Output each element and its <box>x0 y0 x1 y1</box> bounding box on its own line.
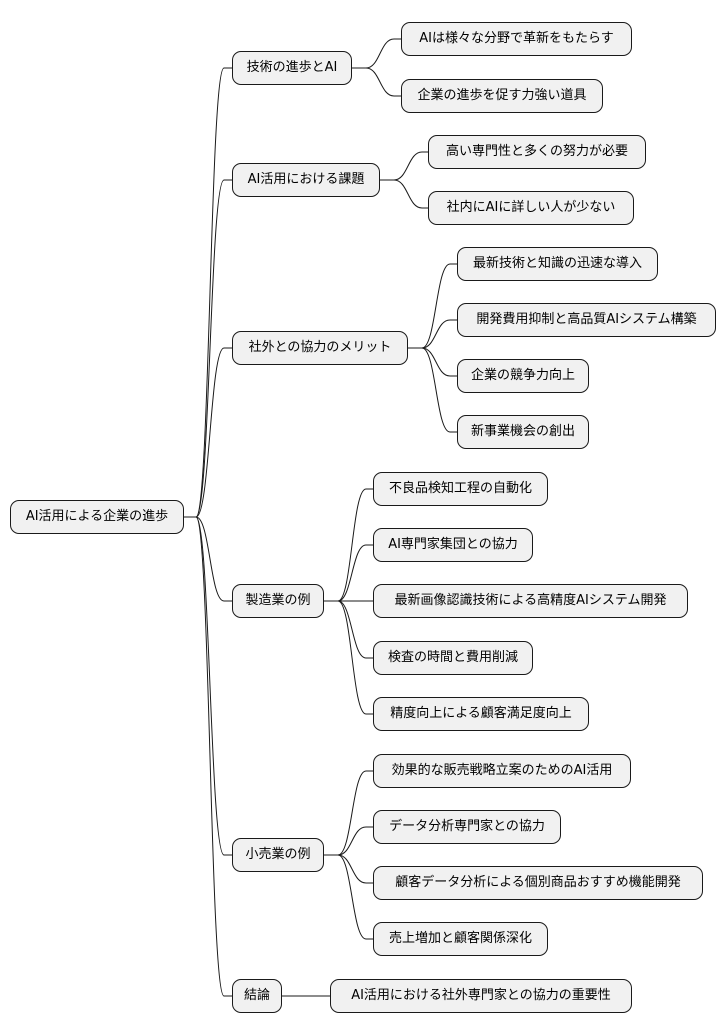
root-node: AI活用による企業の進歩 <box>10 500 184 534</box>
leaf-node: データ分析専門家との協力 <box>373 810 561 844</box>
connector-branch-2-leaf-3 <box>408 347 457 433</box>
leaf-node: 企業の競争力向上 <box>457 359 589 393</box>
connector-root-branch-3 <box>184 516 232 602</box>
connector-root-branch-2 <box>184 347 232 518</box>
branch-node: AI活用における課題 <box>232 163 380 197</box>
connector-branch-3-leaf-4 <box>324 600 373 715</box>
branch-node: 小売業の例 <box>232 838 324 872</box>
branch-node: 社外との協力のメリット <box>232 331 408 365</box>
leaf-node: 売上増加と顧客関係深化 <box>373 922 548 956</box>
leaf-node: 最新画像認識技術による高精度AIシステム開発 <box>373 584 688 618</box>
connector-branch-3-leaf-1 <box>324 544 373 602</box>
leaf-node: 開発費用抑制と高品質AIシステム構築 <box>457 303 716 337</box>
branch-node: 結論 <box>232 979 282 1013</box>
connector-branch-2-leaf-0 <box>408 263 457 349</box>
connector-branch-4-leaf-0 <box>324 770 373 856</box>
leaf-node: 企業の進歩を促す力強い道具 <box>401 79 603 113</box>
branch-node: 技術の進歩とAI <box>232 51 352 85</box>
leaf-node: 検査の時間と費用削減 <box>373 641 533 675</box>
connector-branch-1-leaf-0 <box>380 151 428 181</box>
leaf-node: 不良品検知工程の自動化 <box>373 472 548 506</box>
leaf-node: 社内にAIに詳しい人が少ない <box>428 191 634 225</box>
branch-node: 製造業の例 <box>232 584 324 618</box>
connector-root-branch-4 <box>184 516 232 856</box>
leaf-node: 高い専門性と多くの努力が必要 <box>428 135 646 169</box>
connector-branch-1-leaf-1 <box>380 179 428 209</box>
leaf-node: 最新技術と知識の迅速な導入 <box>457 247 658 281</box>
connector-branch-3-leaf-0 <box>324 488 373 602</box>
leaf-node: AIは様々な分野で革新をもたらす <box>401 22 632 56</box>
connector-root-branch-5 <box>184 516 232 997</box>
connector-root-branch-1 <box>184 179 232 518</box>
leaf-node: 顧客データ分析による個別商品おすすめ機能開発 <box>373 866 703 900</box>
leaf-node: AI活用における社外専門家との協力の重要性 <box>330 979 632 1013</box>
connector-branch-0-leaf-1 <box>352 67 401 97</box>
leaf-node: AI専門家集団との協力 <box>373 528 533 562</box>
leaf-node: 精度向上による顧客満足度向上 <box>373 697 589 731</box>
leaf-node: 効果的な販売戦略立案のためのAI活用 <box>373 754 631 788</box>
connector-branch-4-leaf-3 <box>324 854 373 940</box>
connector-branch-0-leaf-0 <box>352 38 401 69</box>
connector-root-branch-0 <box>184 67 232 518</box>
leaf-node: 新事業機会の創出 <box>457 415 589 449</box>
